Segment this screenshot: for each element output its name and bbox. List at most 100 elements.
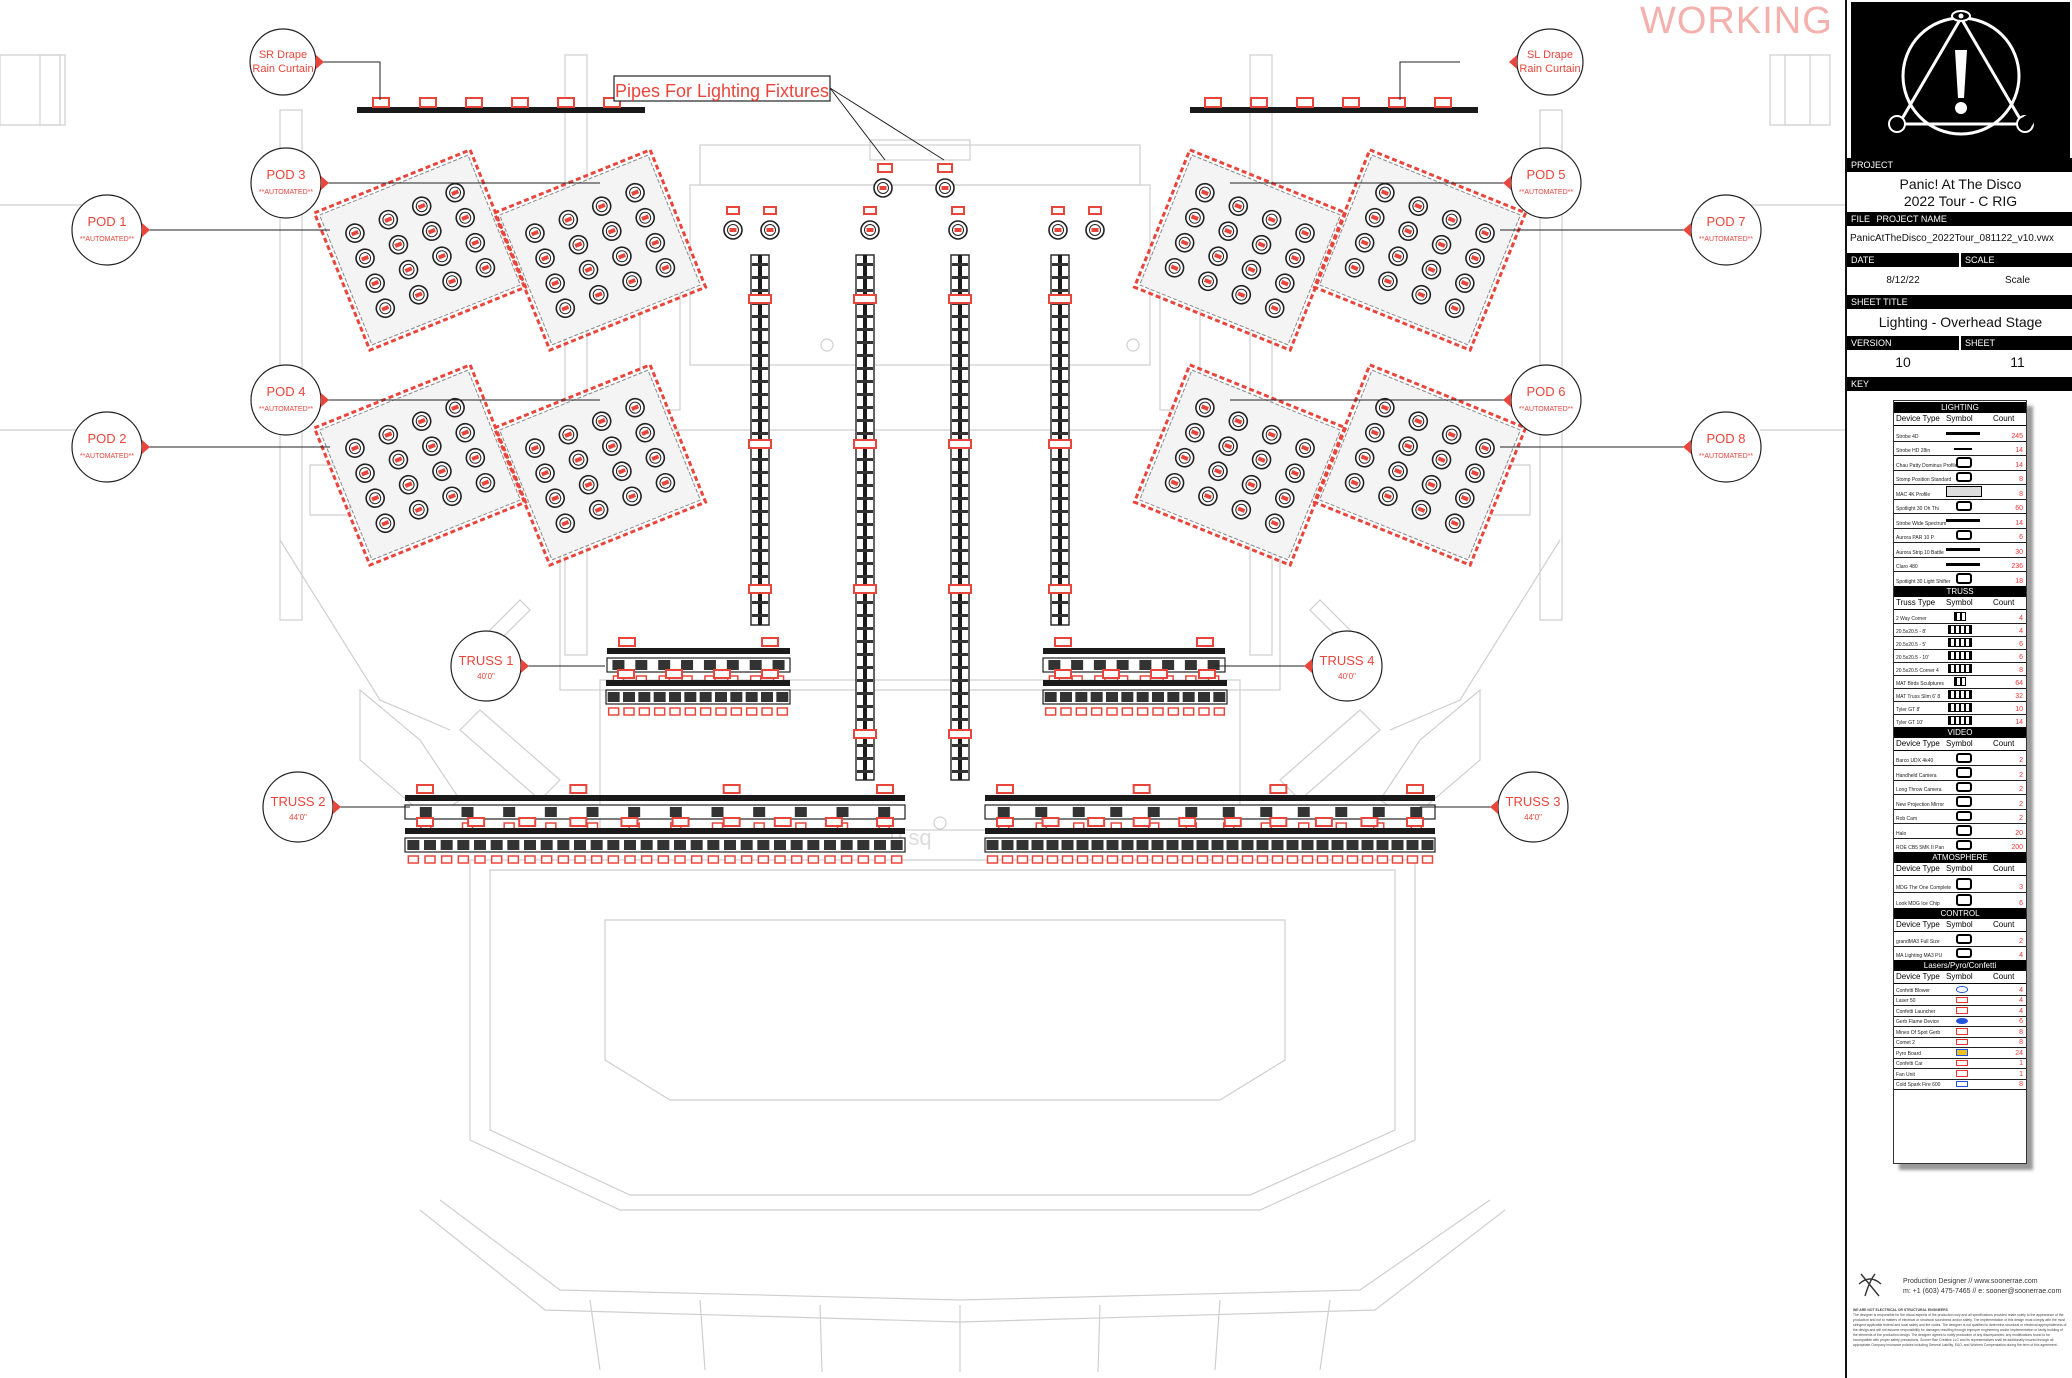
truss-3-body (984, 817, 1436, 864)
truss-3-length: 44'0" (1524, 813, 1542, 822)
key-device-name: Cold Spark Fire 600 (1896, 1082, 1941, 1088)
key-row: 20.5x20.5 - 8'4 (1894, 623, 2026, 637)
key-symbol-icon (1956, 573, 1972, 584)
scale-value: Scale (2004, 275, 2030, 286)
key-count: 3 (2019, 884, 2023, 891)
pod-3b-rig (494, 150, 705, 350)
key-count: 30 (2015, 548, 2023, 556)
key-count: 2 (2019, 800, 2023, 808)
key-col-header: Device Type (1896, 920, 1940, 929)
pod-6-sub: **AUTOMATED** (1519, 406, 1573, 413)
key-symbol-icon (1948, 663, 1972, 673)
key-row: 20.5x20.5 - 5'6 (1894, 636, 2026, 650)
key-device-name: grandMA3 Full Size (1896, 939, 1940, 945)
key-count: 8 (2019, 476, 2023, 483)
key-device-name: Mines Of Spot Gerb (1896, 1029, 1941, 1036)
light-column-3 (948, 254, 972, 781)
key-symbol-icon (1956, 500, 1972, 511)
key-device-name: 20.5x20.5 Corner 4 (1896, 667, 1939, 674)
key-symbol-icon (1956, 781, 1972, 792)
key-symbol-icon (1948, 715, 1972, 725)
key-symbol-icon (1956, 934, 1972, 944)
truss-2-length: 44'0" (289, 813, 307, 822)
key-col-header: Count (1993, 738, 2015, 748)
key-section-lighting: LIGHTING (1894, 402, 2026, 413)
key-section-truss: TRUSS (1894, 585, 2026, 597)
key-count: 8 (2019, 1028, 2023, 1036)
key-count: 6 (2019, 534, 2023, 541)
truss-1-name: TRUSS 1 (459, 653, 514, 668)
key-symbol-icon (1948, 637, 1972, 647)
key-device-name: MDG The One Complete (1896, 885, 1952, 891)
key-symbol-icon (1956, 796, 1972, 807)
pod-4b-rig (494, 365, 705, 565)
pod-5-name: POD 5 (1526, 167, 1565, 182)
disclaimer-title: WE ARE NOT ELECTRICAL OR STRUCTURAL ENGI… (1853, 1308, 1948, 1312)
key-symbol-icon (1956, 1080, 1968, 1087)
key-symbol-icon (1956, 996, 1968, 1003)
key-device-name: 20.5x20.5 - 8' (1896, 628, 1927, 635)
key-count: 2 (2019, 786, 2023, 793)
key-count: 8 (2019, 666, 2023, 674)
sheet-label: SHEET (1961, 336, 2072, 350)
pod-8-sub: **AUTOMATED** (1699, 453, 1753, 460)
band-logo (1851, 2, 2070, 158)
key-col-header: Count (1993, 864, 2015, 873)
date-label: DATE (1847, 253, 1959, 267)
pod-7-sub: **AUTOMATED** (1699, 236, 1753, 243)
pod-3-rig (314, 150, 525, 350)
key-device-name: Strobe 4D (1896, 433, 1919, 440)
triangle-logo-icon (1888, 10, 2034, 136)
key-symbol-icon (1948, 650, 1972, 660)
key-row: Mines Of Spot Gerb 8 (1894, 1026, 2026, 1038)
truss-4-upper-pipe (1042, 637, 1226, 684)
key-device-name: Strobe HD 28in (1896, 448, 1931, 454)
pod-5-sub: **AUTOMATED** (1519, 189, 1573, 196)
key-section-video: VIDEO (1894, 726, 2026, 738)
key-col-header: Symbol (1946, 414, 1973, 423)
key-label: KEY (1847, 377, 2072, 391)
sr-drape-line2: Rain Curtain (252, 63, 313, 75)
scale-label: SCALE (1961, 253, 2072, 267)
version-label: VERSION (1847, 336, 1959, 350)
project-name-label: FILE PROJECT NAME (1847, 212, 2072, 226)
key-section-atmosphere: ATMOSPHERE (1894, 852, 2026, 863)
key-device-name: New Projection Mirror (1896, 801, 1945, 808)
overhead-stage-plan: 0 sq (0, 28, 1845, 1373)
label-pod-5: POD 5 **AUTOMATED** (1503, 147, 1582, 219)
pod-1-name: POD 1 (87, 214, 126, 229)
key-count: 1 (2019, 1060, 2023, 1067)
key-row: MDG The One Complete 3 (1894, 876, 2026, 893)
sl-drape-line1: SL Drape (1527, 49, 1573, 61)
key-count: 4 (2019, 986, 2023, 994)
designer-line1: Production Designer // www.soonerrae.com (1903, 1278, 2038, 1285)
key-count: 8 (2019, 490, 2023, 498)
pipes-callout-text: Pipes For Lighting Fixtures (615, 81, 829, 101)
pipe-fixtures (723, 163, 1105, 240)
key-device-name: Handheld Camera (1896, 772, 1937, 779)
date-value: 8/12/22 (1886, 275, 1920, 286)
label-sl-drape: SL Drape Rain Curtain (1509, 28, 1584, 96)
key-device-name: Aurora PAR 10 P (1896, 535, 1934, 541)
key-symbol-icon (1946, 519, 1980, 522)
key-count: 64 (2015, 679, 2023, 687)
pod-5-rig (1134, 150, 1345, 350)
key-row: Aurora PAR 10 P 6 (1894, 528, 2026, 543)
key-device-name: Confetti Launcher (1896, 1008, 1936, 1015)
key-device-name: Spotlight 30 Oh Thi (1896, 506, 1939, 512)
key-count: 6 (2019, 653, 2023, 661)
key-count: 18 (2015, 577, 2023, 585)
key-count: 200 (2011, 844, 2023, 851)
key-symbol-icon (1946, 486, 1982, 497)
